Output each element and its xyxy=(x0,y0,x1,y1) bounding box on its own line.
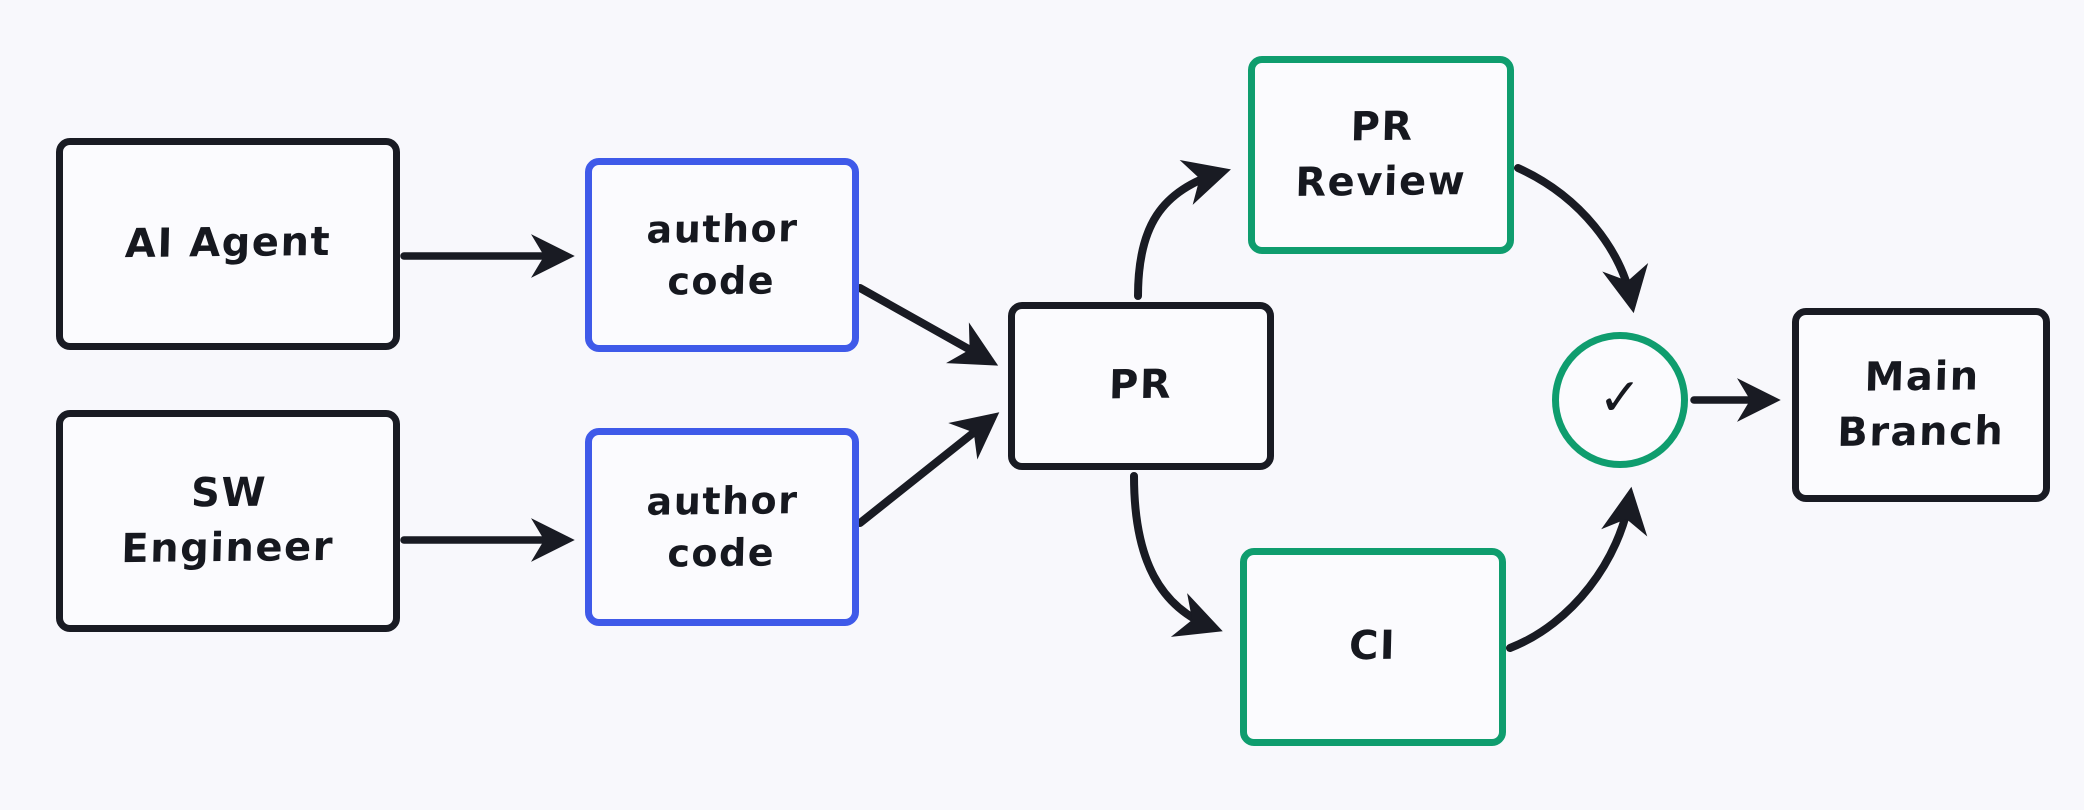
edge-pr-review-to-merge-check xyxy=(1514,164,1649,314)
node-author-code-top[interactable]: author code xyxy=(585,158,859,352)
node-label-main-branch: Main Branch xyxy=(1836,353,2005,456)
node-pr[interactable]: PR xyxy=(1008,302,1274,470)
node-main-branch[interactable]: Main Branch xyxy=(1792,308,2050,502)
edge-pr-to-ci xyxy=(1130,472,1223,637)
node-author-code-bottom[interactable]: author code xyxy=(585,428,859,626)
node-pr-review[interactable]: PR Review xyxy=(1248,56,1514,254)
edge-ci-to-merge-check xyxy=(1506,486,1648,652)
edge-author-code-top-to-pr xyxy=(856,284,999,366)
node-label-author-code-bottom: author code xyxy=(646,477,800,576)
node-label-pr-review: PR Review xyxy=(1294,103,1467,206)
node-ai-agent[interactable]: AI Agent xyxy=(56,138,400,350)
node-label-ci: CI xyxy=(1348,623,1398,670)
edge-author-code-bottom-to-pr xyxy=(856,412,1000,527)
node-sw-engineer[interactable]: SW Engineer xyxy=(56,410,400,632)
edge-pr-to-pr-review xyxy=(1134,160,1231,300)
node-label-ai-agent: AI Agent xyxy=(124,219,332,268)
node-merge-check[interactable]: ✓ xyxy=(1552,332,1688,468)
checkmark-icon: ✓ xyxy=(1598,368,1642,428)
node-ci[interactable]: CI xyxy=(1240,548,1506,746)
node-label-sw-engineer: SW Engineer xyxy=(120,469,335,573)
node-label-author-code-top: author code xyxy=(646,205,800,304)
node-label-pr: PR xyxy=(1108,362,1174,409)
